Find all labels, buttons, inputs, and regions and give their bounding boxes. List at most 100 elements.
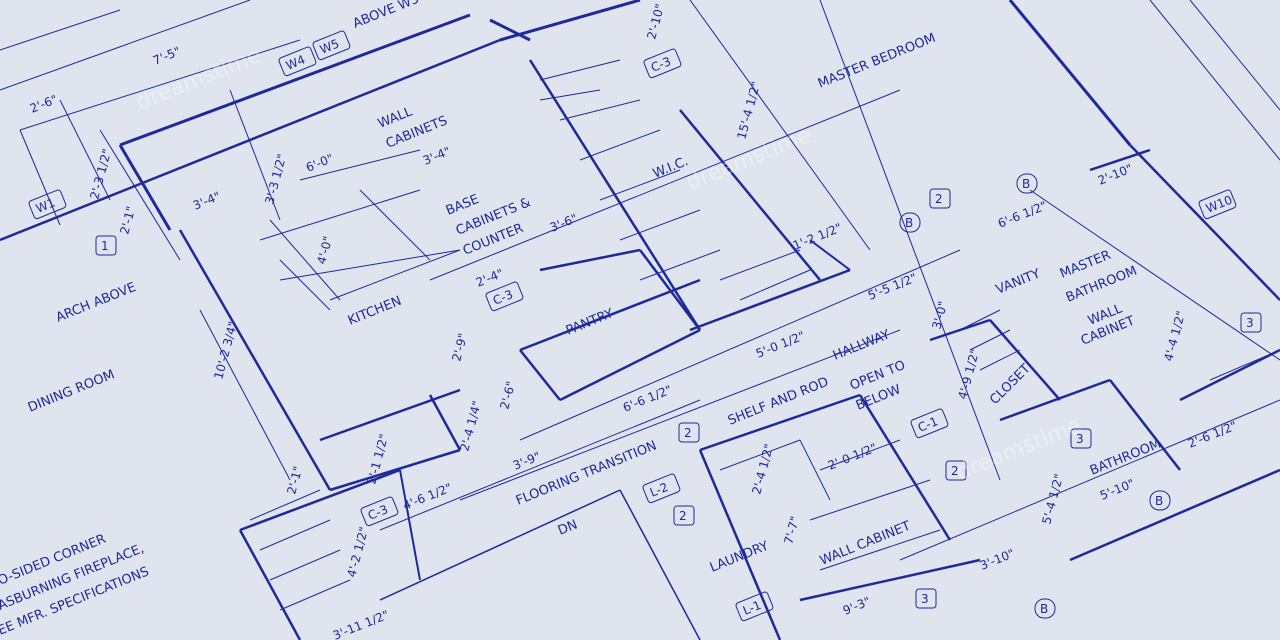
dimension-label: 1'-2 1/2" [791, 220, 844, 252]
tag-marker [278, 46, 317, 77]
wall-line [639, 249, 701, 331]
dimension-label: 3'-11 1/2" [331, 608, 391, 640]
tag-label: 1 [101, 239, 109, 253]
wall-line [519, 349, 561, 401]
plan-label: MASTER BEDROOM [816, 31, 938, 92]
tag-marker [1070, 428, 1092, 449]
wall-line [259, 519, 331, 551]
plan-label: BASE [444, 192, 481, 219]
wall-line [429, 89, 901, 281]
wall-line [1029, 189, 1280, 361]
wall-line [619, 489, 701, 640]
tag-label: L-1 [741, 598, 763, 618]
wall-line [989, 319, 1061, 401]
wall-line [579, 129, 661, 161]
wall-line [959, 309, 1001, 331]
plan-label: DN [556, 517, 580, 538]
plan-label: BATHROOM [1088, 437, 1163, 479]
wall-line [259, 189, 421, 241]
wall-line [199, 309, 291, 481]
wall-line [819, 0, 1001, 481]
wall-line [59, 99, 111, 201]
tag-marker [735, 591, 774, 622]
tag-marker [485, 281, 524, 312]
dimension-label: 2'-4 1/4" [457, 399, 484, 452]
dimension-label: 15'-4 1/2" [734, 80, 763, 141]
dimension-label: 5'-0 1/2" [754, 328, 807, 360]
wall-line [559, 99, 641, 121]
wall-line [399, 469, 421, 581]
wall-line [269, 549, 341, 581]
dimension-label: 6'-6 1/2" [996, 198, 1049, 230]
dimension-label: 9'-3" [841, 594, 873, 618]
wall-line [229, 89, 281, 221]
dimension-label: 5'-10" [1098, 476, 1137, 502]
tag-label: 2 [935, 192, 943, 206]
dimension-label: 3'-10" [978, 546, 1017, 572]
dimension-label: 2'-6 1/2" [1186, 418, 1239, 450]
dimension-label: 2'-0 1/2" [826, 440, 879, 472]
dimension-label: 2'-6" [28, 92, 60, 116]
dimension-label: 6'-6 1/2" [621, 382, 674, 414]
wall-line [19, 39, 301, 131]
tag-label: W1 [34, 195, 57, 215]
wall-line [1008, 0, 1132, 146]
tag-marker [910, 408, 949, 439]
dimension-label: 2'-1" [117, 205, 138, 236]
wall-line [519, 249, 961, 441]
wall-line [819, 439, 901, 471]
wall-line [249, 489, 321, 521]
plan-label: KITCHEN [346, 294, 404, 329]
wall-line [719, 249, 801, 281]
tag-marker [312, 30, 351, 61]
wall-line [319, 388, 461, 442]
wall-line [99, 129, 181, 261]
wall-line [969, 329, 1011, 351]
wall-line [1149, 0, 1280, 161]
wall-line [239, 468, 401, 532]
tag-marker [915, 588, 937, 609]
wall-line [539, 248, 641, 272]
wall-line [119, 13, 471, 147]
dimension-label: 2'-4 1/2" [749, 442, 776, 495]
wall-line [539, 59, 621, 81]
wall-line [19, 129, 61, 226]
tag-marker [929, 188, 951, 209]
tag-label: W5 [318, 36, 341, 56]
wall-line [528, 59, 702, 331]
dimension-label: 3'-4" [421, 144, 453, 168]
dimension-label: 2'-1 1/2" [364, 432, 391, 485]
wall-line [689, 0, 871, 251]
wall-line [1209, 349, 1280, 381]
wall-line [428, 394, 462, 451]
wall-line [539, 89, 601, 101]
wall-line [619, 209, 701, 241]
tag-label: B [905, 216, 913, 230]
tag-label: 2 [684, 426, 692, 440]
dimension-label: 2'-6" [497, 380, 518, 411]
dimension-label: 3'-0" [929, 300, 950, 331]
tag-label: 2 [951, 464, 959, 478]
dimension-label: 4'-9 1/2" [955, 347, 982, 400]
tag-marker [1240, 312, 1262, 333]
plan-label: PANTRY [564, 306, 616, 339]
tag-marker [1034, 598, 1056, 619]
wall-line [559, 328, 701, 402]
wall-line [809, 479, 931, 521]
wall-line [279, 579, 351, 611]
wall-line [1129, 144, 1280, 301]
tag-marker [642, 473, 681, 504]
dimension-label: 3'-6" [548, 211, 580, 235]
tag-marker [360, 496, 399, 527]
wall-line [0, 0, 251, 91]
dimension-label: 6'-0" [304, 151, 336, 175]
wall-line [699, 393, 861, 452]
wall-line [858, 394, 952, 541]
tag-label: W4 [284, 52, 307, 72]
wall-line [1179, 348, 1280, 402]
tag-label: W10 [1204, 193, 1234, 216]
wall-line [809, 239, 851, 271]
dimension-label: 2'-3 1/2" [87, 147, 114, 200]
